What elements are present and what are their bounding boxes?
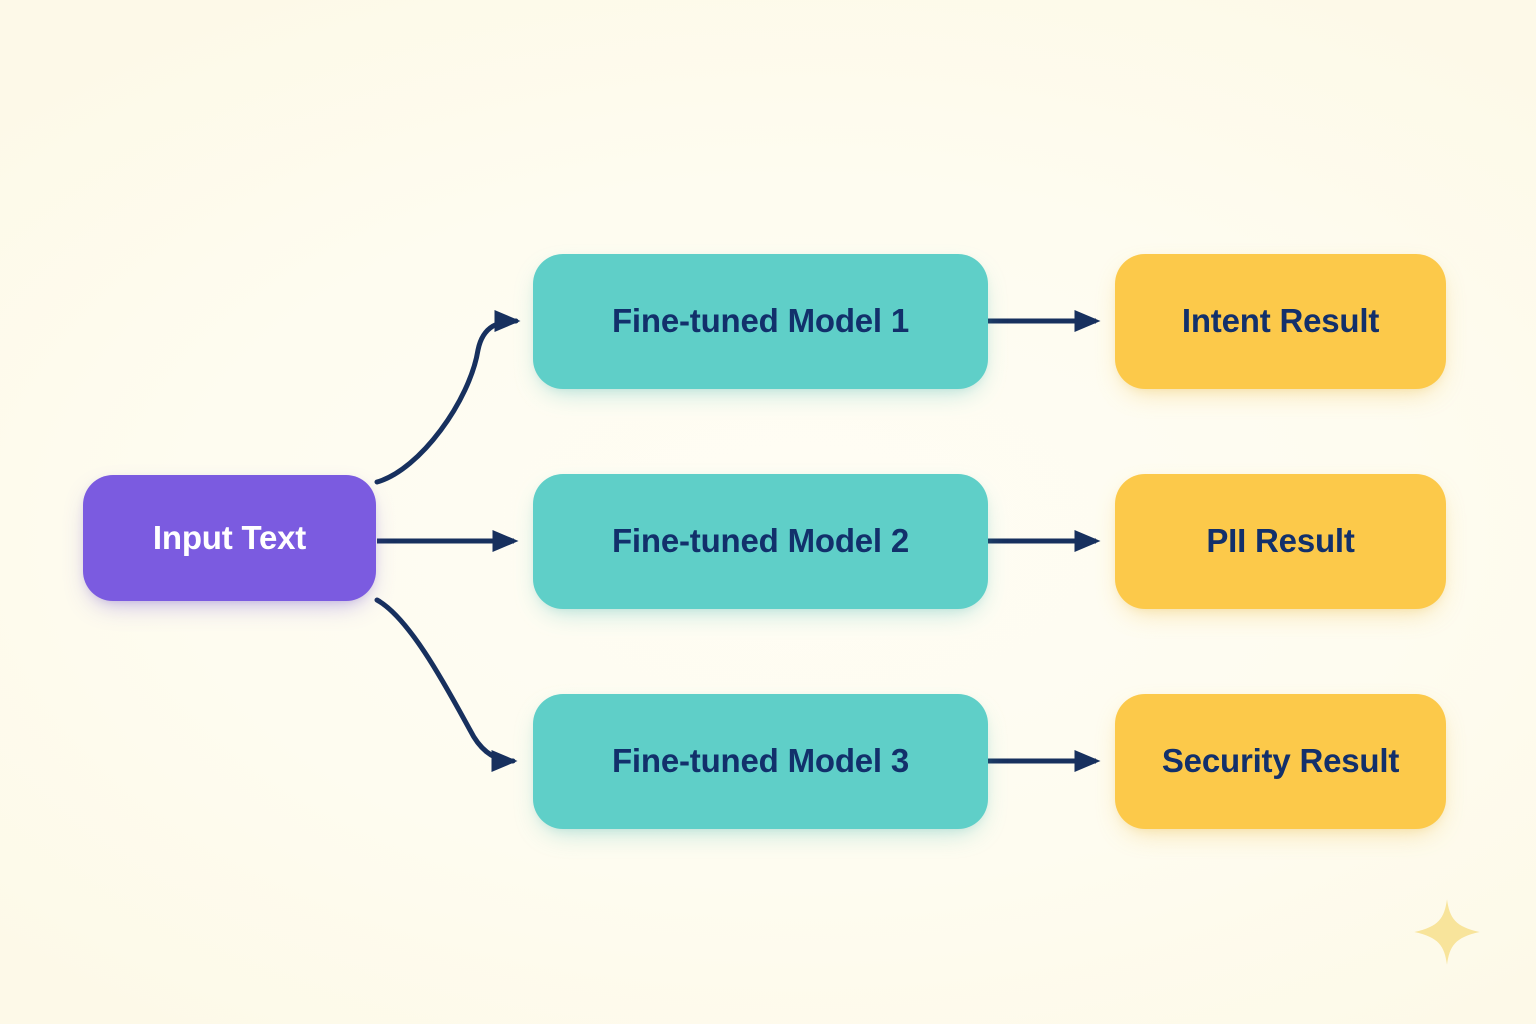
node-pii-result-label: PII Result	[1206, 522, 1355, 560]
node-fine-tuned-model-3[interactable]: Fine-tuned Model 3	[533, 694, 988, 829]
four-point-star-icon	[1414, 899, 1480, 965]
node-fine-tuned-model-1-label: Fine-tuned Model 1	[611, 302, 910, 340]
node-intent-result-label: Intent Result	[1181, 302, 1380, 340]
node-input-text[interactable]: Input Text	[83, 475, 376, 601]
node-fine-tuned-model-2-label: Fine-tuned Model 2	[611, 522, 910, 560]
node-intent-result[interactable]: Intent Result	[1115, 254, 1446, 389]
node-fine-tuned-model-2[interactable]: Fine-tuned Model 2	[533, 474, 988, 609]
edge-input-to-model-1	[374, 310, 521, 485]
edge-input-to-model-3	[374, 597, 518, 772]
node-security-result-label: Security Result	[1161, 742, 1400, 780]
node-input-text-label: Input Text	[152, 518, 307, 556]
node-pii-result[interactable]: PII Result	[1115, 474, 1446, 609]
node-security-result[interactable]: Security Result	[1115, 694, 1446, 829]
node-fine-tuned-model-1[interactable]: Fine-tuned Model 1	[533, 254, 988, 389]
node-fine-tuned-model-3-label: Fine-tuned Model 3	[611, 742, 910, 780]
